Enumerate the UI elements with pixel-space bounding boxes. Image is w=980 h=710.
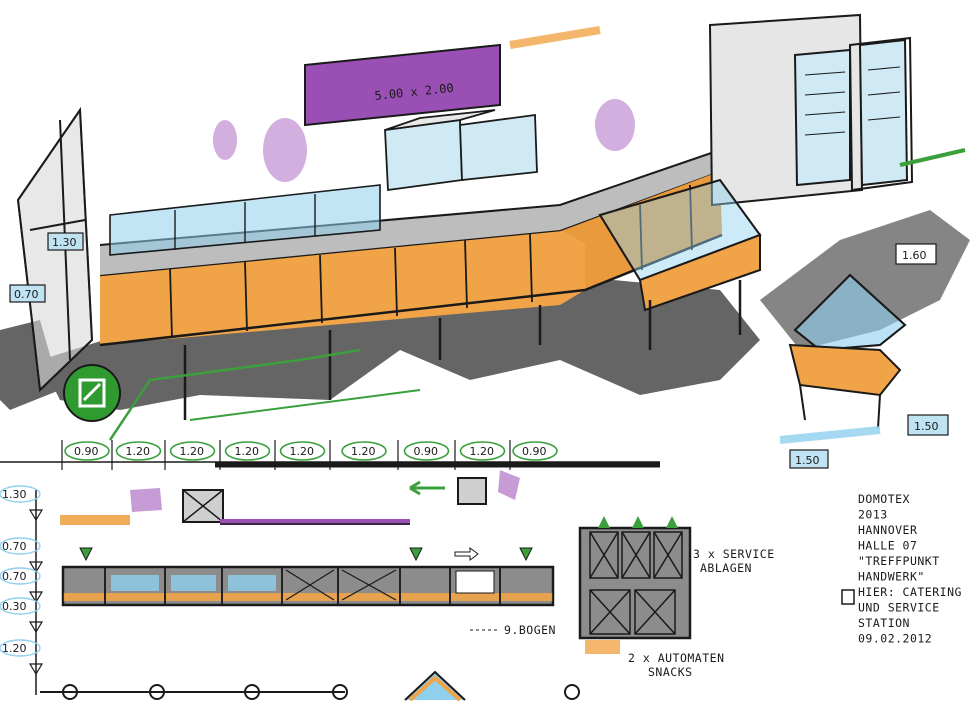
perspective-left-dims: 1.30 0.70: [9, 232, 84, 303]
plan-module-cross: [285, 569, 335, 601]
plan-module-glass: [111, 575, 159, 591]
plan-top-dim: 0.90: [522, 445, 547, 458]
perspective-view: 5.00 x 2.00: [0, 13, 970, 469]
dim-arrow: [28, 663, 44, 676]
plan-left-dimension-chain: 1.30 0.70 0.70 0.30 1.20: [0, 485, 44, 695]
kiosk-island: [779, 273, 907, 444]
counter-extension: [598, 178, 762, 312]
title-line: HIER: CATERING: [858, 585, 962, 599]
plan-left-dim: 0.70: [2, 540, 27, 553]
plan-top-dimension-chain: 0.90 1.20 1.20 1.20 1.20 1.20 0.90 1.20 0.90: [0, 440, 660, 470]
plan-top-dim: 1.20: [351, 445, 376, 458]
vending-machines: [708, 13, 914, 207]
dim-highlight: [279, 441, 326, 461]
dim-arrow: [28, 509, 44, 522]
title-line: UND SERVICE: [858, 601, 940, 615]
dim-highlight: [169, 441, 216, 461]
dim-left-1: 1.30: [52, 236, 77, 249]
dim-right-1: 1.60: [902, 249, 927, 262]
dim-arrow: [28, 561, 44, 574]
title-line: HANDWERK": [858, 570, 925, 584]
dim-highlight: [224, 441, 271, 461]
bogen-label: 9.BOGEN: [504, 623, 556, 637]
dim-left-2: 0.70: [14, 288, 39, 301]
plan-markers: [79, 547, 533, 562]
plan-module: [499, 566, 554, 606]
plan-top-dim: 0.90: [414, 445, 439, 458]
plan-module-glass: [171, 575, 216, 591]
dim-highlight: [403, 441, 450, 461]
dim-highlight: [0, 537, 41, 555]
title-line: 2013: [858, 508, 888, 522]
dim-highlight: [341, 441, 387, 461]
plan-top-dim: 1.20: [290, 445, 315, 458]
dim-highlight: [512, 441, 558, 461]
dim-highlight: [0, 485, 41, 503]
dim-highlight: [115, 441, 162, 461]
banner: 5.00 x 2.00: [304, 43, 501, 127]
dim-highlight: [0, 597, 41, 615]
plan-left-dim: 0.70: [2, 570, 27, 583]
plan-top-dim: 1.20: [235, 445, 260, 458]
display-vitrines: [384, 109, 538, 192]
automaten-label-1: 2 x AUTOMATEN: [628, 651, 725, 665]
dim-highlight: [0, 567, 41, 585]
service-ablagen-label-2: ABLAGEN: [700, 561, 752, 575]
sneeze-guards: [109, 184, 381, 256]
plan-top-dim: 1.20: [126, 445, 151, 458]
title-line: HANNOVER: [858, 523, 917, 537]
plan-module-cross: [341, 569, 397, 601]
plan-left-dim: 1.20: [2, 642, 27, 655]
service-ablagen-label-1: 3 x SERVICE: [693, 547, 775, 561]
title-line: DOMOTEX: [858, 492, 910, 506]
title-line: STATION: [858, 616, 910, 630]
perspective-right-dims: 1.60 1.50 1.50: [789, 243, 949, 469]
plan-top-dim: 1.20: [180, 445, 205, 458]
plan-top-dim: 1.20: [470, 445, 495, 458]
table-legs: [183, 280, 742, 420]
plan-counter-modules: [61, 565, 555, 607]
plan-left-dim: 1.30: [2, 488, 27, 501]
dim-highlight: [0, 639, 41, 657]
dim-right-3: 1.50: [795, 454, 820, 467]
plan-left-dim: 0.30: [2, 600, 27, 613]
dim-arrow: [28, 621, 44, 634]
plan-bottom-axis: [40, 670, 580, 702]
title-line: "TREFFPUNKT: [858, 554, 940, 568]
plan-view: 0.90 1.20 1.20 1.20 1.20 1.20 0.90 1.20 0.90 1.3…: [0, 440, 775, 702]
dim-highlight: [459, 441, 506, 461]
plan-rear-row: [60, 470, 520, 525]
plan-top-dim: 0.90: [74, 445, 99, 458]
emergency-exit-icon: [63, 364, 121, 422]
plan-module-glass: [228, 575, 276, 591]
title-line: 09.02.2012: [858, 632, 932, 646]
title-line: HALLE 07: [858, 539, 917, 553]
automaten-label-2: SNACKS: [648, 665, 693, 679]
plan-service-ablagen: [578, 516, 692, 654]
dim-right-2: 1.50: [914, 420, 939, 433]
plan-module-white: [455, 570, 495, 594]
dim-highlight: [64, 441, 110, 461]
dim-arrow: [28, 591, 44, 604]
